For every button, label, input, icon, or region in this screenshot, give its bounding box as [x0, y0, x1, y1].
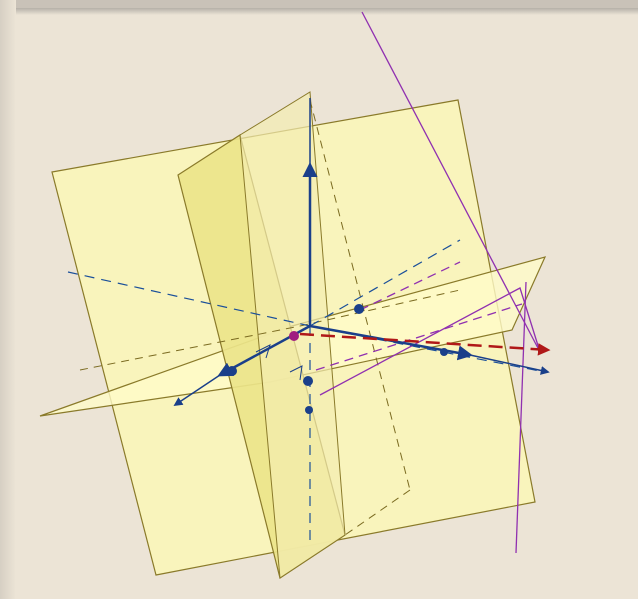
top-frame	[0, 0, 638, 8]
origin-point[interactable]	[289, 331, 299, 341]
horizontal-axis-ext	[469, 354, 550, 375]
angle-mark	[255, 344, 271, 359]
axis-point-4[interactable]	[227, 366, 237, 376]
left-frame-shadow	[0, 0, 16, 599]
axis-point-3[interactable]	[305, 406, 313, 414]
axis-point-2[interactable]	[303, 376, 313, 386]
axis-point-5[interactable]	[440, 348, 448, 356]
top-frame-shadow	[0, 8, 638, 15]
purple-trace-line	[315, 11, 541, 554]
angle-mark-2	[289, 365, 303, 381]
hidden-edges	[79, 99, 461, 536]
depth-axis-ext	[173, 374, 221, 406]
axis-point-1[interactable]	[354, 304, 364, 314]
